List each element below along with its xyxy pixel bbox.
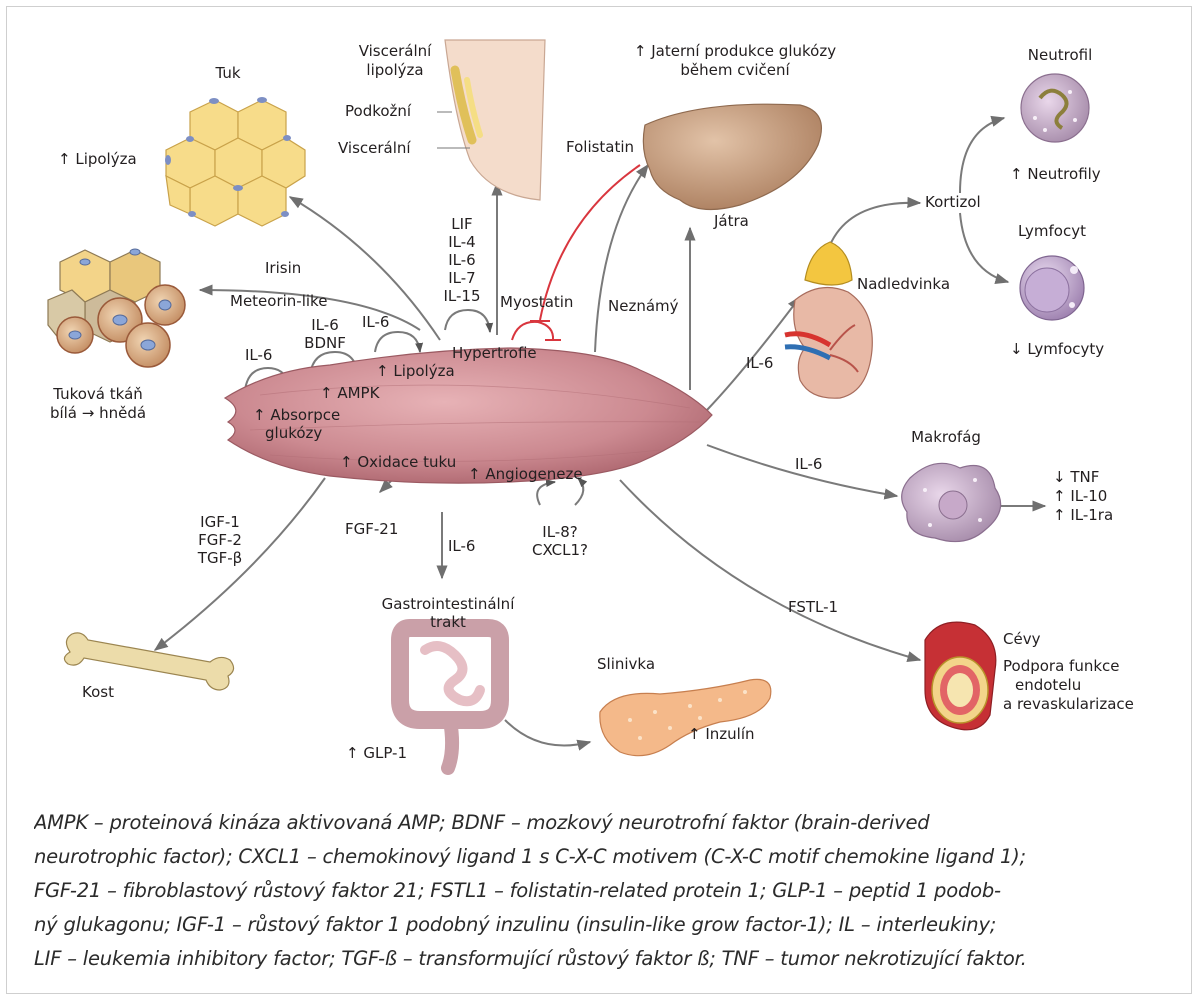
loop-lipolyza <box>375 332 420 352</box>
loop-hypertrofie <box>445 310 490 332</box>
label-macrophage-effects: ↓ TNF↑ IL-10↑ IL-1ra <box>1053 468 1113 525</box>
label-neznamy: Neznámý <box>608 297 679 316</box>
arrow-to-liver <box>595 165 648 352</box>
fat-cells <box>166 100 305 226</box>
legend-line: LIF – leukemia inhibitory factor; TGF-ß … <box>34 942 1184 976</box>
label-oxidace: ↑ Oxidace tuku <box>340 453 456 472</box>
label-inzulin: ↑ Inzulín <box>688 725 755 744</box>
liver-shape <box>643 104 821 209</box>
label-glp1: ↑ GLP-1 <box>346 744 407 763</box>
label-il6-gi: IL-6 <box>448 537 475 556</box>
loop-angiogeneze <box>537 482 555 505</box>
label-slinivka: Slinivka <box>597 655 655 674</box>
label-cevy: Cévy <box>1003 630 1040 649</box>
arrow-to-vessels <box>620 480 920 660</box>
label-lipolyza-muscle: ↑ Lipolýza <box>376 362 455 381</box>
gi-tract <box>400 628 500 768</box>
macrophage-cell <box>902 463 1001 541</box>
label-meteorin: Meteorin-like <box>230 292 327 311</box>
myostatin-loop <box>512 322 553 340</box>
label-hypertrofie: Hypertrofie <box>452 344 537 363</box>
label-ampk: ↑ AMPK <box>320 384 379 403</box>
torso <box>437 40 545 200</box>
label-fgf21: FGF-21 <box>345 520 398 539</box>
label-neutrofily: ↑ Neutrofily <box>1010 165 1101 184</box>
legend-line: ný glukagonu; IGF-1 – růstový faktor 1 p… <box>34 908 1184 942</box>
arrow-kortizol-lymphocyt <box>960 213 1008 282</box>
label-il6-kidney: IL-6 <box>746 354 773 373</box>
label-makrofag: Makrofág <box>911 428 981 447</box>
bone <box>64 633 233 690</box>
arrow-gi-pancreas <box>505 720 590 746</box>
label-folistatin: Folistatin <box>566 138 634 157</box>
vessel <box>925 622 996 730</box>
label-angiogeneze: ↑ Angiogeneze <box>468 465 583 484</box>
abbreviations-legend: AMPK – proteinová kináza aktivovaná AMP;… <box>34 806 1184 976</box>
legend-line: AMPK – proteinová kináza aktivovaná AMP;… <box>34 806 1184 840</box>
label-lipolyza-fat: ↑ Lipolýza <box>58 150 137 169</box>
label-neutrofil: Neutrofil <box>1028 46 1092 65</box>
arrow-kortizol-neutrophil <box>960 118 1004 193</box>
label-visceralni: Viscerální <box>338 139 411 158</box>
adrenal-kidney <box>785 242 872 398</box>
label-tuk: Tuk <box>215 64 240 83</box>
label-nadledvinka: Nadledvinka <box>857 275 950 294</box>
label-il6-absorpce: IL-6 <box>245 346 272 365</box>
label-il8-cxcl1: IL-8?CXCL1? <box>532 523 588 559</box>
label-myostatin: Myostatin <box>500 293 573 312</box>
label-kost: Kost <box>82 683 114 702</box>
label-irisin: Irisin <box>265 259 301 278</box>
label-lymfocyt: Lymfocyt <box>1018 222 1086 241</box>
label-kortizol: Kortizol <box>925 193 981 212</box>
legend-line: FGF-21 – fibroblastový růstový faktor 21… <box>34 874 1184 908</box>
legend-line: neurotrophic factor); CXCL1 – chemokinov… <box>34 840 1184 874</box>
label-il6-macrophage: IL-6 <box>795 455 822 474</box>
label-fstl1: FSTL-1 <box>788 598 838 617</box>
label-jatra: Játra <box>714 212 749 231</box>
lymphocyte-cell <box>1020 256 1084 320</box>
label-podkozni: Podkožní <box>345 102 411 121</box>
label-il6-lipolyza: IL-6 <box>362 313 389 332</box>
label-lymfocyty: ↓ Lymfocyty <box>1010 340 1104 359</box>
neutrophil-cell <box>1021 74 1089 142</box>
arrow-adrenal-kortizol <box>830 203 920 245</box>
